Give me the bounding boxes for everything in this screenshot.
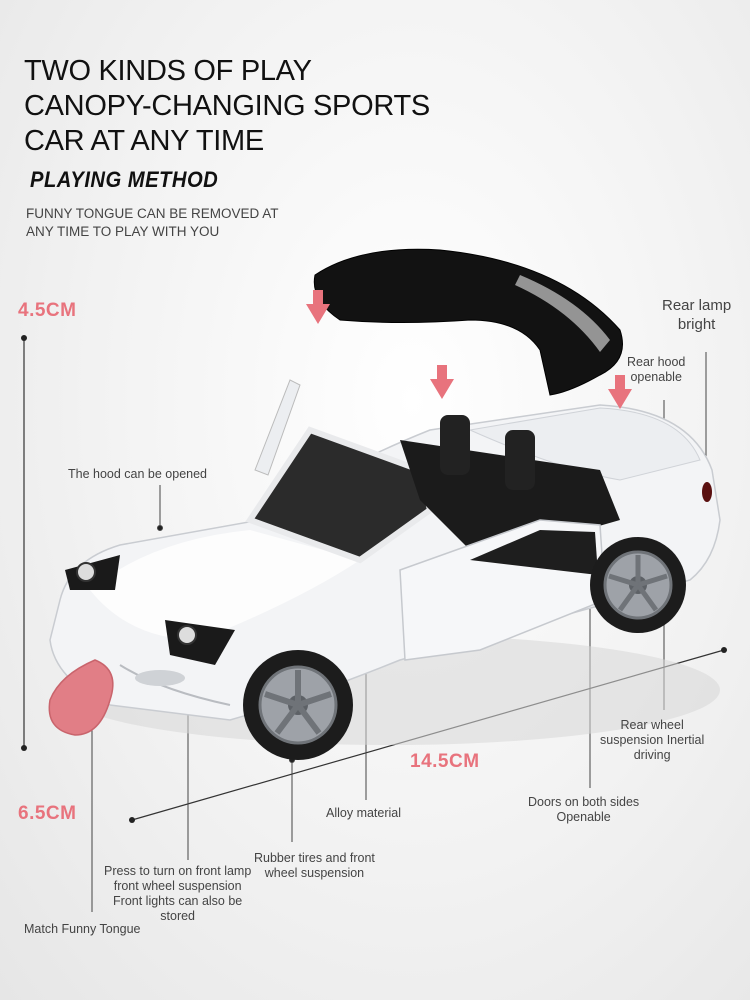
rear-lamp <box>702 482 712 502</box>
seat-right <box>505 430 535 490</box>
callout-alloy: Alloy material <box>326 806 402 820</box>
car-body <box>49 379 721 721</box>
headline-line-2: CANOPY-CHANGING SPORTS <box>24 90 430 122</box>
down-arrows <box>306 290 632 409</box>
width-dimension: 6.5CM <box>18 803 77 824</box>
headlights <box>65 555 235 665</box>
callout-tongue: Match Funny Tongue <box>24 922 141 936</box>
subtitle: FUNNY TONGUE CAN BE REMOVED AT ANY TIME … <box>26 205 346 241</box>
callout-hood: The hood can be opened <box>68 467 208 481</box>
removable-roof <box>313 248 623 396</box>
headline-line-3: CAR AT ANY TIME <box>24 125 264 157</box>
front-wheel <box>243 650 353 760</box>
headline-line-1: TWO KINDS OF PLAY <box>24 55 312 87</box>
funny-tongue <box>48 659 114 736</box>
height-dimension: 4.5CM <box>18 300 77 321</box>
length-dimension: 14.5CM <box>410 751 480 772</box>
subtitle-line-2: ANY TIME TO PLAY WITH YOU <box>26 224 220 239</box>
rear-wheel <box>590 537 686 633</box>
subtitle-line-1: FUNNY TONGUE CAN BE REMOVED AT <box>26 206 279 221</box>
seat-left <box>440 415 470 475</box>
playing-method-title: PLAYING METHOD <box>30 167 219 192</box>
headline: TWO KINDS OF PLAY CANOPY-CHANGING SPORTS… <box>24 54 484 159</box>
